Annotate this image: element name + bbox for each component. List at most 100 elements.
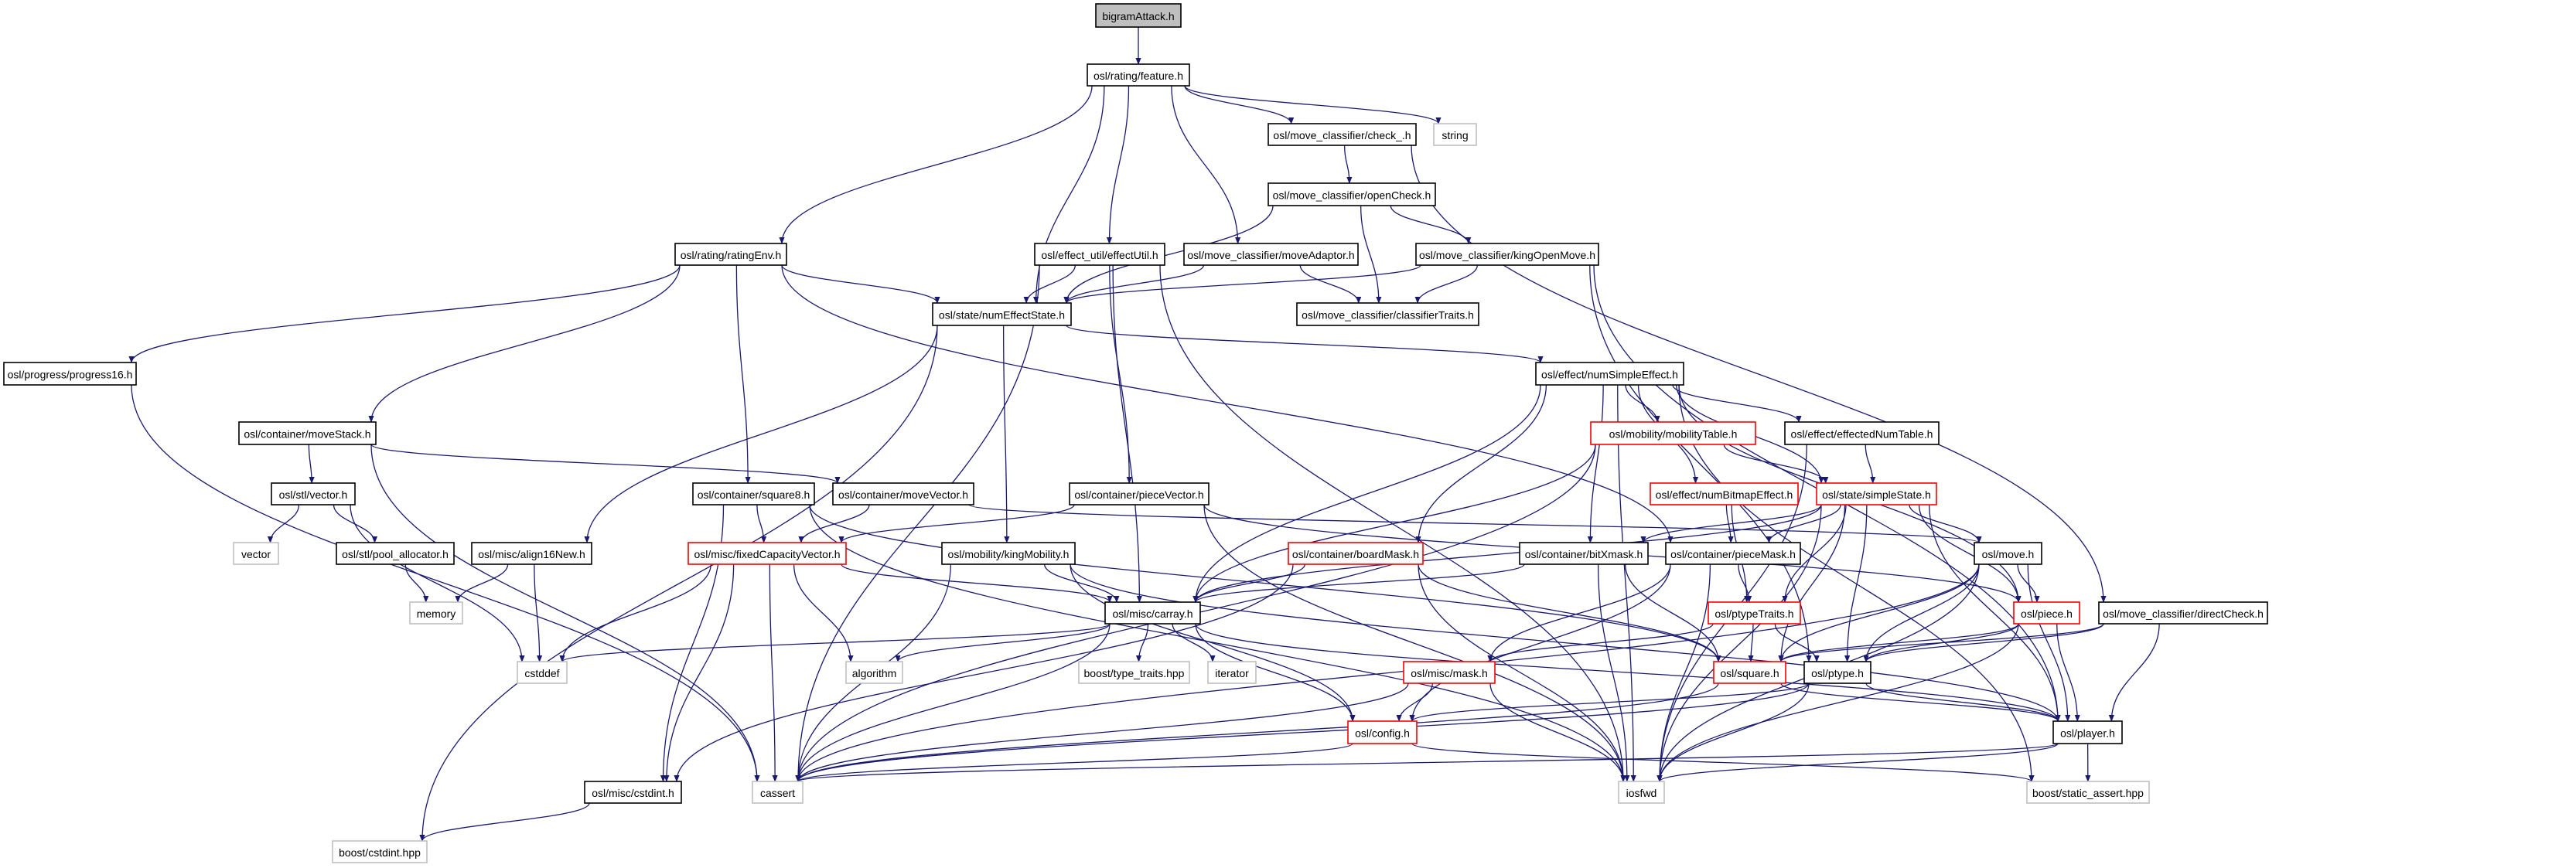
node-box[interactable] — [1403, 661, 1496, 684]
node-box[interactable] — [1288, 542, 1424, 565]
node-square[interactable]: osl/square.h — [1713, 661, 1786, 684]
node-piece[interactable]: osl/piece.h — [2013, 601, 2080, 625]
node-algorithm[interactable]: algorithm — [845, 661, 903, 684]
node-box[interactable] — [1207, 661, 1257, 684]
node-poolAllocator[interactable]: osl/stl/pool_allocator.h — [336, 542, 455, 565]
node-pieceVector[interactable]: osl/container/pieceVector.h — [1069, 482, 1210, 505]
node-box[interactable] — [832, 482, 974, 505]
node-numBitmapEffect[interactable]: osl/effect/numBitmapEffect.h — [1650, 482, 1799, 505]
node-box[interactable] — [941, 542, 1076, 565]
node-stlVector[interactable]: osl/stl/vector.h — [271, 482, 356, 505]
node-openCheck[interactable]: osl/move_classifier/openCheck.h — [1268, 182, 1436, 206]
node-box[interactable] — [932, 302, 1072, 326]
node-iterator[interactable]: iterator — [1207, 661, 1257, 684]
node-config[interactable]: osl/config.h — [1347, 720, 1418, 744]
node-square8[interactable]: osl/container/square8.h — [692, 482, 815, 505]
node-box[interactable] — [1803, 661, 1871, 684]
node-box[interactable] — [674, 243, 787, 266]
node-box[interactable] — [688, 542, 847, 565]
node-boostCstdint[interactable]: boost/cstdint.hpp — [332, 840, 428, 863]
node-bigramAttack[interactable]: bigramAttack.h — [1095, 3, 1182, 28]
node-box[interactable] — [1268, 182, 1436, 206]
node-box[interactable] — [1415, 243, 1599, 266]
node-box[interactable] — [1347, 720, 1418, 744]
node-pieceMask[interactable]: osl/container/pieceMask.h — [1665, 542, 1801, 565]
node-mask[interactable]: osl/misc/mask.h — [1403, 661, 1496, 684]
node-directCheck[interactable]: osl/move_classifier/directCheck.h — [2098, 601, 2268, 625]
node-box[interactable] — [1095, 3, 1182, 28]
node-feature[interactable]: osl/rating/feature.h — [1087, 63, 1190, 87]
node-carray[interactable]: osl/misc/carray.h — [1104, 601, 1201, 625]
node-cassert[interactable]: cassert — [752, 781, 804, 804]
node-simpleState[interactable]: osl/state/simpleState.h — [1816, 482, 1937, 505]
node-box[interactable] — [517, 661, 568, 684]
node-box[interactable] — [1974, 542, 2042, 565]
node-iosfwd[interactable]: iosfwd — [1618, 781, 1665, 804]
node-check_[interactable]: osl/move_classifier/check_.h — [1268, 123, 1417, 146]
node-typeTraits[interactable]: boost/type_traits.hpp — [1078, 661, 1190, 684]
node-box[interactable] — [1078, 661, 1190, 684]
node-numEffectState[interactable]: osl/state/numEffectState.h — [932, 302, 1072, 326]
node-bitXmask[interactable]: osl/container/bitXmask.h — [1519, 542, 1649, 565]
node-numSimpleEffect[interactable]: osl/effect/numSimpleEffect.h — [1535, 362, 1684, 386]
node-box[interactable] — [233, 542, 279, 565]
node-kingMobility[interactable]: osl/mobility/kingMobility.h — [941, 542, 1076, 565]
node-box[interactable] — [1268, 123, 1417, 146]
node-moveAdaptor[interactable]: osl/move_classifier/moveAdaptor.h — [1183, 243, 1359, 266]
node-box[interactable] — [752, 781, 804, 804]
node-box[interactable] — [332, 840, 428, 863]
node-box[interactable] — [1183, 243, 1359, 266]
node-move[interactable]: osl/move.h — [1974, 542, 2042, 565]
node-box[interactable] — [3, 362, 137, 386]
node-string[interactable]: string — [1433, 123, 1477, 146]
node-progress16[interactable]: osl/progress/progress16.h — [3, 362, 137, 386]
node-box[interactable] — [1296, 302, 1479, 326]
node-box[interactable] — [1087, 63, 1190, 87]
node-box[interactable] — [1069, 482, 1210, 505]
node-box[interactable] — [1104, 601, 1201, 625]
node-box[interactable] — [409, 601, 463, 625]
node-box[interactable] — [584, 781, 682, 804]
node-ptypeTraits[interactable]: osl/ptypeTraits.h — [1708, 601, 1801, 625]
node-align16New[interactable]: osl/misc/align16New.h — [471, 542, 592, 565]
node-fixedCapacityVector[interactable]: osl/misc/fixedCapacityVector.h — [688, 542, 847, 565]
node-box[interactable] — [1433, 123, 1477, 146]
node-cstddef[interactable]: cstddef — [517, 661, 568, 684]
node-moveStack[interactable]: osl/container/moveStack.h — [238, 421, 377, 445]
node-ptype[interactable]: osl/ptype.h — [1803, 661, 1871, 684]
node-cstdintH[interactable]: osl/misc/cstdint.h — [584, 781, 682, 804]
node-effectedNumTable[interactable]: osl/effect/effectedNumTable.h — [1784, 421, 1940, 445]
node-box[interactable] — [1519, 542, 1649, 565]
node-box[interactable] — [692, 482, 815, 505]
node-box[interactable] — [471, 542, 592, 565]
node-box[interactable] — [336, 542, 455, 565]
node-box[interactable] — [2098, 601, 2268, 625]
node-mobilityTable[interactable]: osl/mobility/mobilityTable.h — [1590, 421, 1756, 445]
node-box[interactable] — [1618, 781, 1665, 804]
node-box[interactable] — [238, 421, 377, 445]
node-box[interactable] — [1665, 542, 1801, 565]
node-box[interactable] — [1816, 482, 1937, 505]
node-box[interactable] — [2026, 781, 2150, 804]
node-box[interactable] — [1713, 661, 1786, 684]
node-effectUtil[interactable]: osl/effect_util/effectUtil.h — [1034, 243, 1165, 266]
node-box[interactable] — [1590, 421, 1756, 445]
node-boardMask[interactable]: osl/container/boardMask.h — [1288, 542, 1424, 565]
node-box[interactable] — [1650, 482, 1799, 505]
node-vector[interactable]: vector — [233, 542, 279, 565]
node-box[interactable] — [1708, 601, 1801, 625]
node-box[interactable] — [271, 482, 356, 505]
node-box[interactable] — [2013, 601, 2080, 625]
node-box[interactable] — [1535, 362, 1684, 386]
node-classifierTraits[interactable]: osl/move_classifier/classifierTraits.h — [1296, 302, 1479, 326]
node-box[interactable] — [1034, 243, 1165, 266]
node-memory[interactable]: memory — [409, 601, 463, 625]
node-player[interactable]: osl/player.h — [2052, 720, 2123, 744]
node-staticAssert[interactable]: boost/static_assert.hpp — [2026, 781, 2150, 804]
node-box[interactable] — [1784, 421, 1940, 445]
node-box[interactable] — [845, 661, 903, 684]
node-kingOpenMove[interactable]: osl/move_classifier/kingOpenMove.h — [1415, 243, 1599, 266]
node-box[interactable] — [2052, 720, 2123, 744]
node-moveVector[interactable]: osl/container/moveVector.h — [832, 482, 974, 505]
node-ratingEnv[interactable]: osl/rating/ratingEnv.h — [674, 243, 787, 266]
